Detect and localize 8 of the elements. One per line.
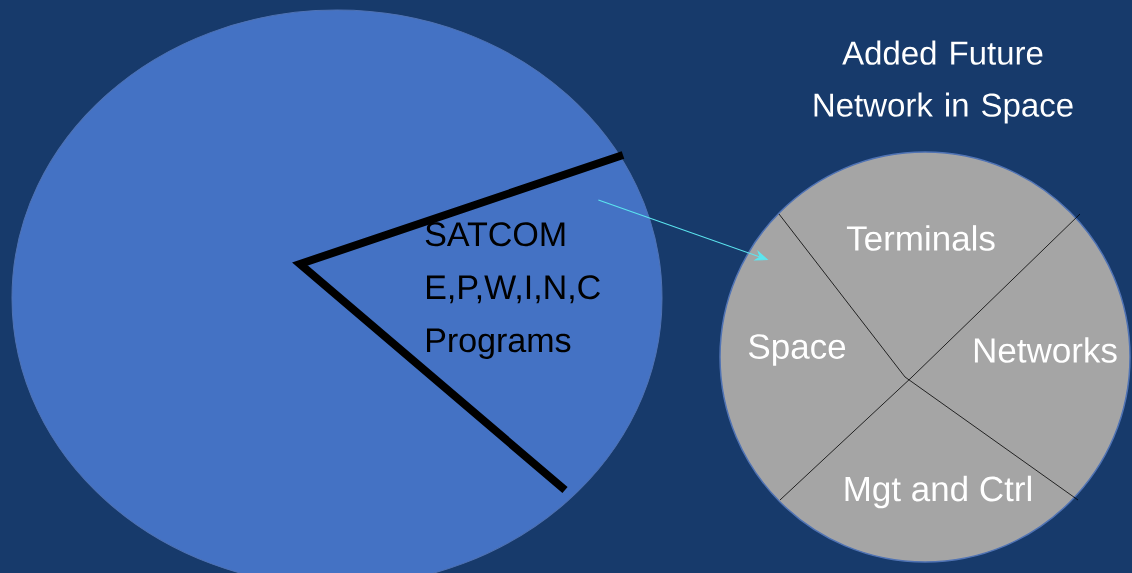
heading: Added Future Network in Space: [814, 40, 1073, 124]
quadrant-label: Networks: [974, 337, 1117, 363]
pie-slice: SATCOM E,P,W,I,N,C Programs: [292, 151, 625, 494]
quadrant-label: Mgt and Ctrl: [845, 475, 1031, 509]
arrow: [597, 199, 768, 261]
quadrant-label: Terminals: [846, 225, 995, 251]
pie-chart-circle: [11, 9, 663, 573]
quadrant-label: Space: [748, 334, 846, 366]
